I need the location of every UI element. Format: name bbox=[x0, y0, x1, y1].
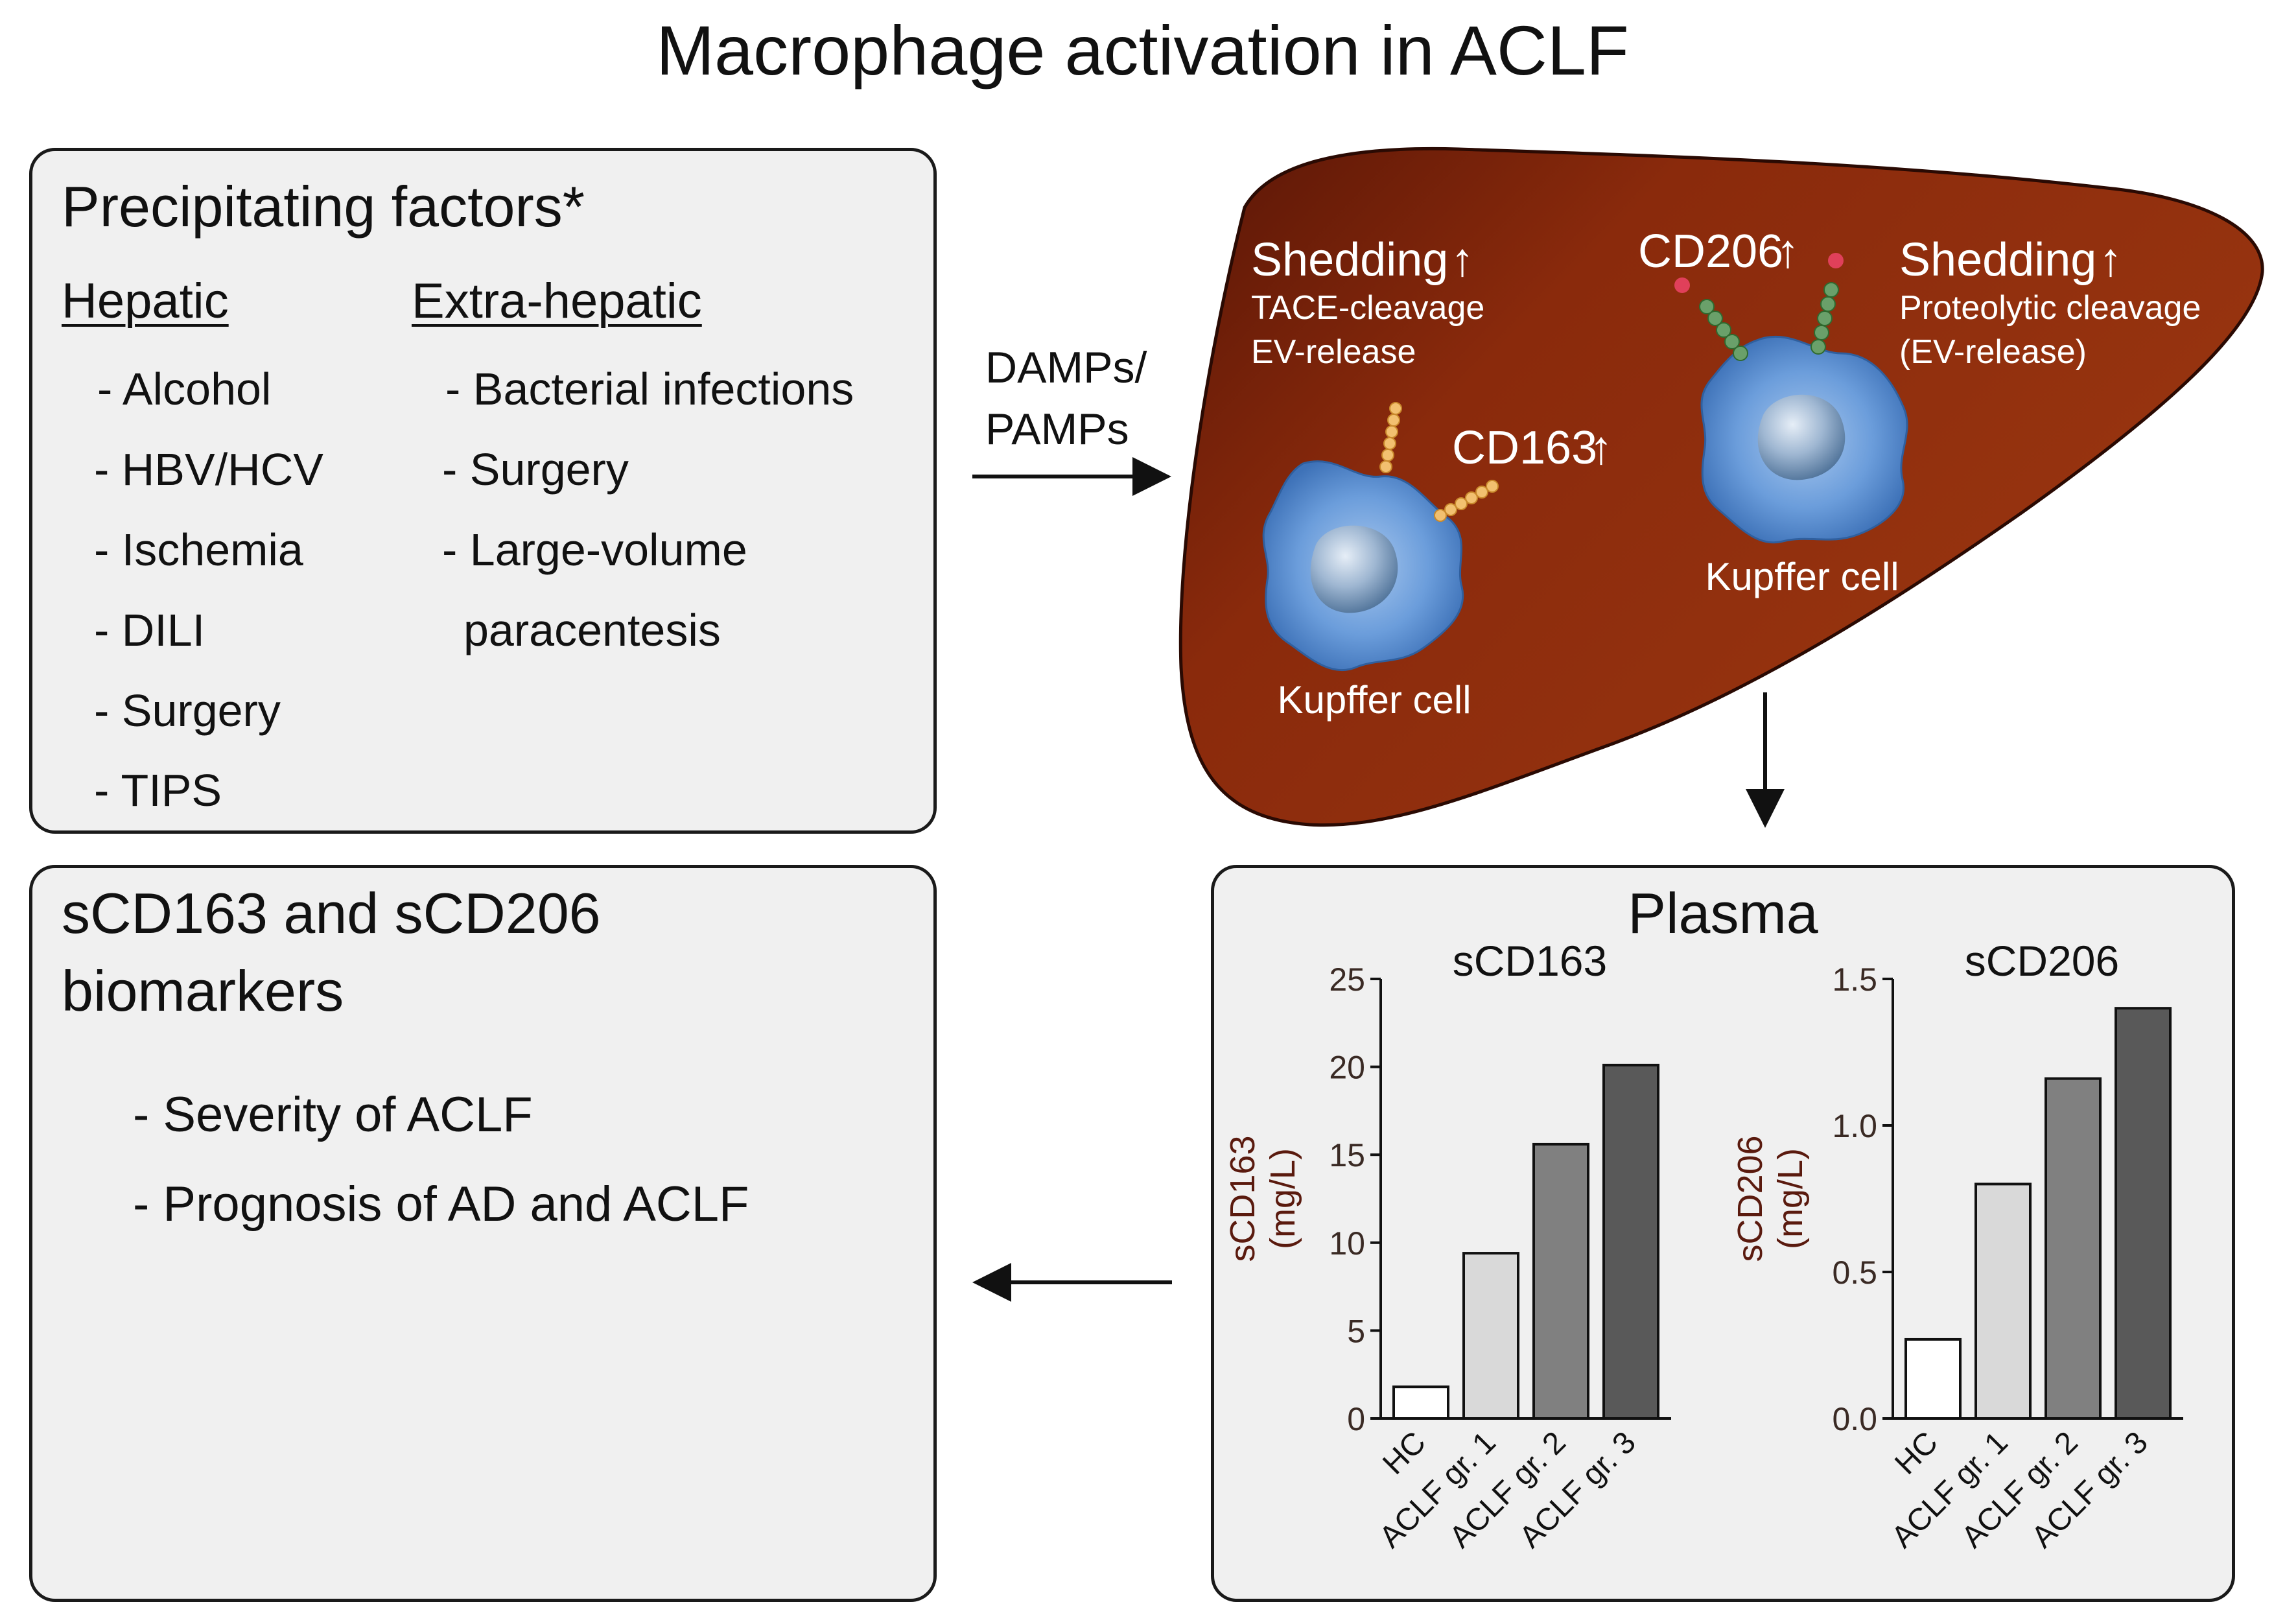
y-tick-label: 0.0 bbox=[1832, 1401, 1877, 1437]
damps-label: DAMPs/ bbox=[985, 343, 1147, 392]
bar bbox=[1532, 1142, 1589, 1420]
cd163-receptor bbox=[1379, 402, 1402, 473]
page-title: Macrophage activation in ACLF bbox=[656, 11, 1629, 89]
y-axis-label: sCD163 bbox=[1223, 1135, 1262, 1262]
extra-hepatic-heading: Extra-hepatic bbox=[412, 274, 702, 329]
up-arrow-icon: ↑ bbox=[2099, 234, 2122, 286]
cd206-label: CD206 bbox=[1638, 226, 1783, 277]
biomarkers-heading-line2: biomarkers bbox=[62, 959, 344, 1023]
hepatic-item: - TIPS bbox=[94, 765, 222, 816]
extra-hepatic-item: - Large-volume bbox=[442, 524, 747, 575]
up-arrow-icon: ↑ bbox=[1589, 422, 1613, 474]
kupffer-cell-right-label: Kupffer cell bbox=[1705, 555, 1899, 598]
left-mechanism-2: EV-release bbox=[1251, 333, 1416, 371]
hepatic-item: - Ischemia bbox=[94, 524, 303, 575]
hepatic-item: - Alcohol bbox=[97, 364, 272, 414]
bar bbox=[1974, 1183, 2032, 1420]
y-tick-label: 10 bbox=[1329, 1225, 1365, 1262]
cd206-receptor bbox=[1674, 277, 1748, 361]
hepatic-item: - HBV/HCV bbox=[94, 444, 323, 495]
y-tick-label: 20 bbox=[1329, 1050, 1365, 1086]
biomarkers-panel: sCD163 and sCD206 biomarkers - Severity … bbox=[29, 865, 937, 1602]
y-tick-label: 25 bbox=[1329, 961, 1365, 998]
x-tick-label: HC bbox=[1888, 1425, 1944, 1481]
kupffer-cell-right bbox=[1700, 336, 1908, 544]
right-mechanism-2: (EV-release) bbox=[1899, 333, 2087, 371]
precipitating-factors-panel: Precipitating factors* Hepatic Extra-hep… bbox=[29, 148, 937, 834]
y-axis-label: (mg/L) bbox=[1771, 1148, 1810, 1249]
bar bbox=[1462, 1252, 1519, 1420]
chart-title: sCD163 bbox=[1453, 937, 1607, 985]
bar bbox=[1392, 1385, 1449, 1420]
cd163-label: CD163 bbox=[1452, 422, 1597, 474]
y-tick-label: 1.5 bbox=[1832, 961, 1877, 998]
bar bbox=[2045, 1077, 2102, 1420]
kupffer-cell-left bbox=[1262, 460, 1464, 672]
y-tick-label: 1.0 bbox=[1832, 1108, 1877, 1144]
biomarkers-heading-line1: sCD163 and sCD206 bbox=[62, 881, 601, 945]
right-mechanism-1: Proteolytic cleavage bbox=[1899, 289, 2201, 327]
chart-title: sCD206 bbox=[1965, 937, 2119, 985]
cd206-receptor bbox=[1810, 253, 1844, 355]
cd163-receptor bbox=[1434, 480, 1499, 522]
extra-hepatic-item: - Surgery bbox=[442, 444, 629, 495]
y-tick-label: 5 bbox=[1347, 1313, 1365, 1349]
y-axis-label: sCD206 bbox=[1731, 1135, 1770, 1262]
bar bbox=[1602, 1063, 1659, 1420]
hepatic-item: - Surgery bbox=[94, 685, 281, 736]
extra-hepatic-item: - Bacterial infections bbox=[445, 364, 854, 414]
y-axis-label: (mg/L) bbox=[1263, 1148, 1302, 1249]
right-shedding-label: Shedding bbox=[1899, 234, 2096, 286]
left-mechanism-1: TACE-cleavage bbox=[1251, 289, 1484, 327]
y-tick-label: 0 bbox=[1347, 1401, 1365, 1437]
hepatic-heading: Hepatic bbox=[62, 274, 229, 329]
y-tick-label: 0.5 bbox=[1832, 1254, 1877, 1291]
bar bbox=[1904, 1337, 1962, 1420]
y-tick-label: 15 bbox=[1329, 1137, 1365, 1173]
plasma-title: Plasma bbox=[1628, 881, 1818, 945]
x-tick-label: HC bbox=[1376, 1425, 1432, 1481]
extra-hepatic-item: paracentesis bbox=[463, 605, 721, 655]
biomarker-item: - Severity of ACLF bbox=[133, 1087, 533, 1142]
up-arrow-icon: ↑ bbox=[1451, 234, 1474, 286]
up-arrow-icon: ↑ bbox=[1776, 226, 1799, 277]
bar bbox=[2115, 1007, 2172, 1420]
hepatic-item: - DILI bbox=[94, 605, 205, 655]
precipitating-heading: Precipitating factors* bbox=[62, 174, 585, 239]
biomarker-item: - Prognosis of AD and ACLF bbox=[133, 1177, 749, 1232]
pamps-label: PAMPs bbox=[985, 405, 1129, 454]
kupffer-cell-left-label: Kupffer cell bbox=[1277, 678, 1471, 722]
left-shedding-label: Shedding bbox=[1251, 234, 1448, 286]
